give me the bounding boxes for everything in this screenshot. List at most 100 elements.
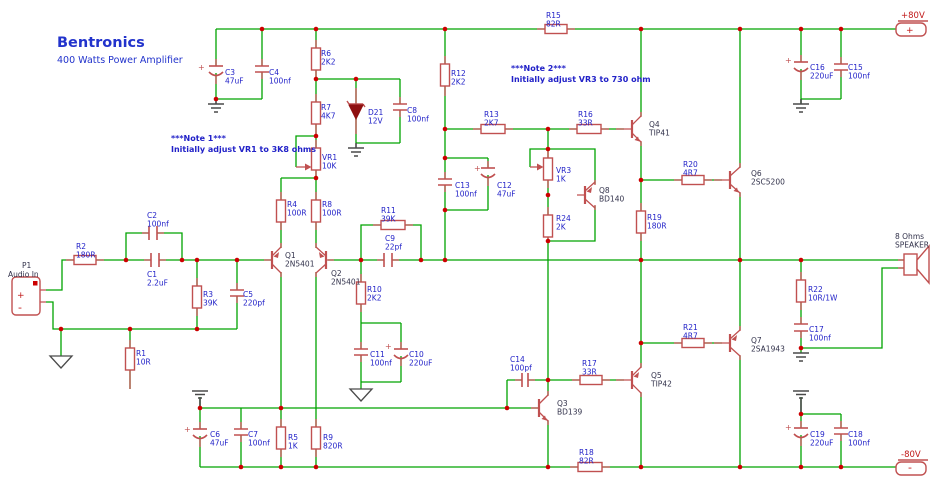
junction-dot <box>545 126 551 132</box>
label-q6: 2SC5200 <box>751 178 785 187</box>
label-c14: 100pf <box>510 364 532 373</box>
junction-dot <box>504 405 510 411</box>
junction-dot <box>418 257 424 263</box>
label-r6: 2K2 <box>321 58 336 67</box>
junction-dot <box>838 464 844 470</box>
label-r17: 33R <box>582 368 597 377</box>
junction-dot <box>737 464 743 470</box>
label-c16: 220uF <box>810 72 833 81</box>
label-***note-2***: ***Note 2*** <box>511 64 567 73</box>
junction-dot <box>838 26 844 32</box>
potentiometer-VR3 <box>530 151 554 188</box>
capacitor-C8 <box>393 97 407 117</box>
resistor-R2 <box>66 254 104 266</box>
junction-dot <box>234 257 240 263</box>
capacitor-C17 <box>794 317 808 338</box>
capacitor-C11 <box>354 342 368 362</box>
label-c12-plus: + <box>474 164 481 173</box>
label-c8: 100nf <box>407 115 429 124</box>
junction-dot <box>278 464 284 470</box>
ground-symbols <box>48 99 809 414</box>
label-r20: 4R7 <box>683 169 698 178</box>
junction-dot <box>442 26 448 32</box>
resistor-R4 <box>275 192 287 230</box>
label-c16: C16 <box>810 63 825 72</box>
label-8-ohms: SPEAKER <box>895 241 929 250</box>
label-p1: P1 <box>22 261 32 270</box>
label-c12: 47uF <box>497 190 516 199</box>
resistor-R15 <box>537 23 575 35</box>
ground-icon <box>192 390 208 408</box>
label-r13: 2K7 <box>484 119 499 128</box>
label-vr3: VR3 <box>556 166 571 175</box>
label-r1: 10R <box>136 358 151 367</box>
ground-icon <box>793 99 809 113</box>
junction-dot <box>358 257 364 263</box>
capacitor-C5 <box>230 283 244 303</box>
transistor-Q5 <box>616 363 642 397</box>
label-r13: R13 <box>484 110 499 119</box>
capacitor-C12 <box>480 161 496 186</box>
capacitor-C7 <box>234 422 248 442</box>
label-c6-plus: + <box>184 425 191 434</box>
label-r6: R6 <box>321 49 331 58</box>
junction-dot <box>313 464 319 470</box>
ground-icon <box>793 352 809 362</box>
resistor-R10 <box>355 274 367 312</box>
plus-80v-terminal <box>895 20 928 37</box>
ground-icon <box>348 143 364 157</box>
label-r21: 4R7 <box>683 332 698 341</box>
capacitor-C10 <box>393 342 409 366</box>
label-c7: C7 <box>248 430 258 439</box>
label-r19: 180R <box>647 222 667 231</box>
junction-dot <box>545 377 551 383</box>
label-q5: TIP42 <box>650 380 672 389</box>
junction-dot <box>313 133 319 139</box>
junction-dot <box>353 76 359 82</box>
junction-dot <box>213 96 219 102</box>
label--80v: -80V <box>901 450 921 460</box>
label--: - <box>908 461 912 474</box>
capacitor-C14 <box>515 373 535 387</box>
resistor-R16 <box>569 123 609 135</box>
label-r1: R1 <box>136 349 146 358</box>
junction-dot <box>442 207 448 213</box>
label-p1-plus: + <box>17 291 25 301</box>
label-r9: 820R <box>323 442 343 451</box>
label-c14: C14 <box>510 355 525 364</box>
label-c3-plus: + <box>198 63 205 72</box>
label-r18: R18 <box>579 448 594 457</box>
junction-dot <box>313 76 319 82</box>
label-c10-plus: + <box>385 342 392 351</box>
label-vr3: 1K <box>556 175 567 184</box>
label-***note-1***: ***Note 1*** <box>171 134 227 143</box>
label-r8: R8 <box>322 200 332 209</box>
transistor-Q2 <box>315 243 334 277</box>
label-c1: C1 <box>147 270 157 279</box>
junction-dot <box>194 257 200 263</box>
junction-dot <box>127 326 133 332</box>
capacitor-C13 <box>438 172 452 192</box>
label-***note-1***: Initially adjust VR1 to 3K8 ohms <box>171 145 316 154</box>
capacitor-C3 <box>208 59 224 84</box>
label-q6: Q6 <box>751 169 762 178</box>
label-q2: Q2 <box>331 269 342 278</box>
transistor-Q3 <box>531 391 549 425</box>
junction-dot <box>545 146 551 152</box>
resistor-R8 <box>310 192 322 230</box>
label-c5: C5 <box>243 290 253 299</box>
label-r10: R10 <box>367 285 382 294</box>
junction-dot <box>737 26 743 32</box>
capacitor-C6 <box>192 422 208 447</box>
junction-dot <box>123 257 129 263</box>
label-c19-plus: + <box>785 423 792 432</box>
label-r15: R15 <box>546 11 561 20</box>
label-c3: 47uF <box>225 77 244 86</box>
label-r16: R16 <box>578 110 593 119</box>
resistor-R3 <box>191 278 203 316</box>
label-r5: 1K <box>288 442 299 451</box>
junction-dot <box>638 464 644 470</box>
label-c16-plus: + <box>785 56 792 65</box>
label-c12: C12 <box>497 181 512 190</box>
